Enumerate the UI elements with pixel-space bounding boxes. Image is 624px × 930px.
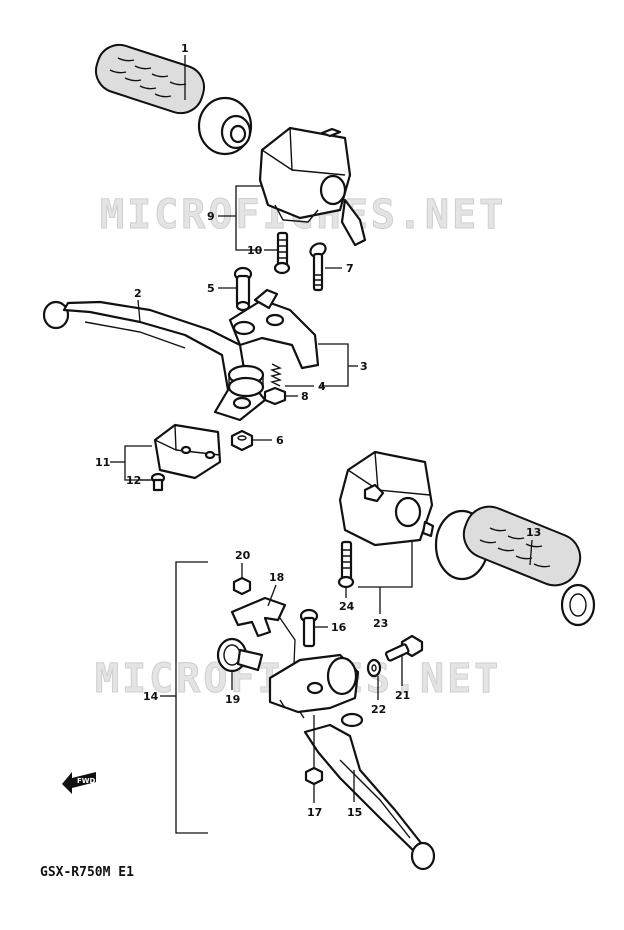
callout-1: 1 [181,42,189,55]
nut-8 [263,386,287,406]
callout-17: 17 [307,806,322,819]
screw-12 [150,472,166,492]
bolt-21 [384,634,424,662]
nut-17 [304,766,324,786]
callout-21: 21 [395,689,410,702]
callout-22: 22 [371,703,386,716]
callout-20: 20 [235,549,251,562]
callout-4: 4 [318,380,326,393]
left-handlebar-grip [94,43,253,156]
callout-15: 15 [347,806,362,819]
callout-10: 10 [247,244,263,257]
forward-arrow-icon: FWD [62,772,96,794]
bracket-18 [230,596,287,638]
screw-7 [309,242,327,292]
right-switch-housing [338,450,435,547]
callout-labels: 1 2 3 4 5 6 7 8 9 10 11 12 13 14 15 16 1… [95,42,541,819]
bolt-16 [299,608,319,648]
callout-16: 16 [331,621,347,634]
callout-18: 18 [269,571,284,584]
spring-4 [269,363,283,387]
lever-holder-3 [228,288,320,370]
callout-2: 2 [134,287,142,300]
model-caption: GSX-R750M E1 [40,865,134,880]
left-switch-housing [258,126,367,247]
screw-24 [337,540,355,589]
callout-7: 7 [346,262,354,275]
lever-15 [303,712,436,871]
callout-13: 13 [526,526,541,539]
lever-2 [42,300,267,422]
washer-22 [366,658,382,678]
leader-lines [110,55,533,834]
pivot-pin-5 [233,266,253,312]
forward-label: FWD [77,777,96,785]
callout-9: 9 [207,210,215,223]
right-handlebar-grip [434,505,596,627]
nut-6 [230,429,254,452]
adjuster-19 [216,637,264,673]
stop-switch-11 [153,423,222,480]
callout-19: 19 [225,693,240,706]
screw-10 [273,231,291,275]
callout-23: 23 [373,617,388,630]
callout-14: 14 [143,690,159,703]
callout-24: 24 [339,600,355,613]
callout-5: 5 [207,282,215,295]
callout-3: 3 [360,360,368,373]
nut-20 [232,576,252,596]
callout-8: 8 [301,390,309,403]
lever-holder-14 [268,653,360,719]
callout-6: 6 [276,434,284,447]
callout-12: 12 [126,474,141,487]
callout-11: 11 [95,456,110,469]
